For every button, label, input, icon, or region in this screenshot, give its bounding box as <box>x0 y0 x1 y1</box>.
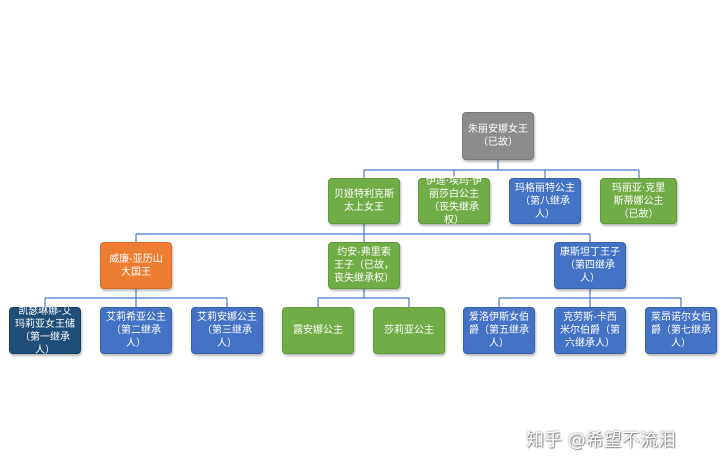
node-label: 莱昂诺尔女伯 爵（第七继承 人） <box>651 312 711 349</box>
node-label: 玛格丽特公主 （第八继承人） <box>515 182 575 220</box>
node-label: 伊莲·埃玛·伊 丽莎白公主 （丧失继承权） <box>425 176 483 226</box>
node-margriet: 玛格丽特公主 （第八继承人） <box>509 178 581 224</box>
node-johan-friso: 约安-弗里索 王子（已故， 丧失继承权） <box>328 242 400 289</box>
node-label: 约安-弗里索 王子（已故， 丧失继承权） <box>334 247 394 284</box>
node-beatrix: 贝娅特利克斯 太上女王 <box>328 178 400 224</box>
watermark-text: 知乎 @希望不流泪 <box>526 430 676 451</box>
node-luana: 露安娜公主 <box>282 307 354 354</box>
node-eloise: 爱洛伊斯女伯 爵（第五继承 人） <box>463 307 535 354</box>
node-queen-juliana: 朱丽安娜女王 （已故） <box>462 112 534 160</box>
node-catharina-amalia: 凯瑟琳娜-艾 玛莉亚女王储 （第一继承人） <box>9 305 81 356</box>
node-label: 爱洛伊斯女伯 爵（第五继承 人） <box>469 312 529 349</box>
node-willem-alexander: 威廉-亚历山 大国王 <box>100 242 172 289</box>
node-label: 艾莉希亚公主 （第二继承人） <box>106 312 166 349</box>
node-constantijn: 康斯坦丁王子 （第四继承人） <box>554 242 626 289</box>
node-label: 玛丽亚·克里 斯蒂娜公主 （已故） <box>611 182 666 220</box>
node-label: 莎莉亚公主 <box>384 325 434 336</box>
node-zaria: 莎莉亚公主 <box>373 307 445 354</box>
node-label: 克劳斯-卡西 米尔伯爵（第 六继承人） <box>560 312 620 349</box>
node-irene: 伊莲·埃玛·伊 丽莎白公主 （丧失继承权） <box>418 176 490 226</box>
node-alexia: 艾莉希亚公主 （第二继承人） <box>100 307 172 354</box>
node-label: 艾莉安娜公主 （第三继承人） <box>197 312 257 349</box>
node-label: 威廉-亚历山 大国王 <box>109 253 163 278</box>
node-label: 朱丽安娜女王 （已故） <box>468 124 528 148</box>
node-christina: 玛丽亚·克里 斯蒂娜公主 （已故） <box>600 178 677 224</box>
node-label: 露安娜公主 <box>293 325 343 336</box>
node-claus-casimir: 克劳斯-卡西 米尔伯爵（第 六继承人） <box>554 307 626 354</box>
node-label: 康斯坦丁王子 （第四继承人） <box>560 247 620 284</box>
node-ariane: 艾莉安娜公主 （第三继承人） <box>191 307 263 354</box>
node-label: 凯瑟琳娜-艾 玛莉亚女王储 （第一继承人） <box>15 305 75 356</box>
node-label: 贝娅特利克斯 太上女王 <box>334 189 394 213</box>
node-leonore: 莱昂诺尔女伯 爵（第七继承 人） <box>645 307 717 354</box>
